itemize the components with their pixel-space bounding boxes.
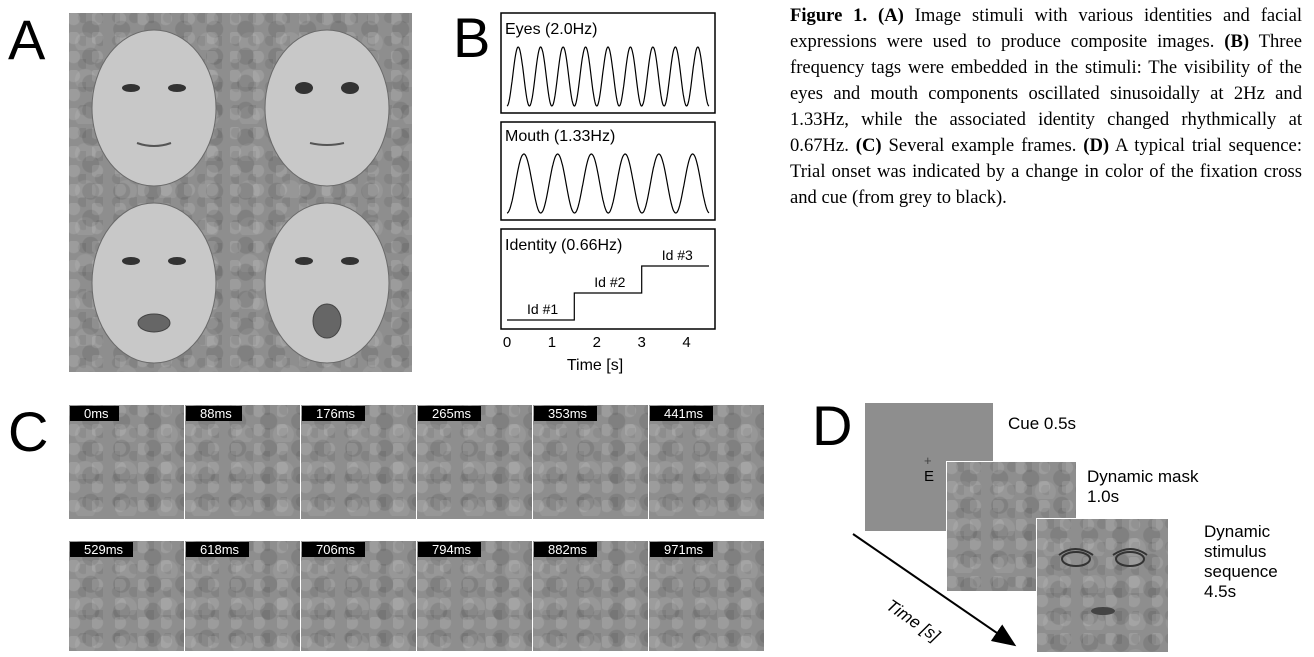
frame-timestamp: 882ms bbox=[534, 542, 598, 557]
frame-timestamp: 441ms bbox=[650, 406, 714, 421]
stimulus-screen bbox=[1036, 518, 1169, 653]
figure-caption: Figure 1. (A) Image stimuli with various… bbox=[790, 3, 1302, 211]
panel-label-b: B bbox=[453, 6, 491, 69]
frame-timestamp: 618ms bbox=[186, 542, 250, 557]
panel-b-charts: Eyes (2.0Hz) Mouth (1.33Hz) Identity (0.… bbox=[500, 12, 716, 374]
caption-tag-b: (B) bbox=[1224, 31, 1250, 52]
frame-timestamp: 265ms bbox=[418, 406, 482, 421]
frame-image: 882ms bbox=[533, 541, 648, 651]
identity-plot-title: Identity (0.66Hz) bbox=[505, 237, 622, 254]
stimulus-duration-label: Dynamic stimulus sequence 4.5s bbox=[1204, 522, 1278, 601]
frame-image: 0ms bbox=[69, 405, 184, 519]
caption-text-b: Three frequency tags were embedded in th… bbox=[790, 31, 1302, 156]
frame-image: 176ms bbox=[301, 405, 416, 519]
caption-tag-d: (D) bbox=[1083, 135, 1110, 156]
eyes-series-line bbox=[506, 46, 710, 107]
x-tick-label: 2 bbox=[593, 334, 601, 351]
panel-label-a: A bbox=[8, 8, 46, 71]
frame-timestamp: 176ms bbox=[302, 406, 366, 421]
caption-text-c: Several example frames. bbox=[881, 135, 1084, 156]
frame-timestamp: 353ms bbox=[534, 406, 598, 421]
mouth-series-line bbox=[506, 153, 710, 214]
face-images bbox=[91, 29, 390, 364]
caption-tag-a: (A) bbox=[878, 5, 904, 26]
identity-series-line bbox=[507, 265, 709, 321]
frame-timestamp: 794ms bbox=[418, 542, 482, 557]
mask-duration-label: Dynamic mask 1.0s bbox=[1087, 467, 1199, 506]
mouth-plot-title: Mouth (1.33Hz) bbox=[505, 128, 615, 145]
eyes-plot-title: Eyes (2.0Hz) bbox=[505, 21, 597, 38]
frame-image: 971ms bbox=[649, 541, 764, 651]
face-grid bbox=[69, 13, 412, 372]
x-tick-label: 3 bbox=[638, 334, 646, 351]
x-tick-label: 4 bbox=[682, 334, 690, 351]
frame-timestamp: 706ms bbox=[302, 542, 366, 557]
frame-image: 88ms bbox=[185, 405, 300, 519]
time-axis-label: Time [s] bbox=[883, 596, 945, 647]
figure-number: Figure 1. bbox=[790, 5, 868, 26]
frame-image: 618ms bbox=[185, 541, 300, 651]
cue-duration-label: Cue 0.5s bbox=[1008, 414, 1077, 433]
stimulus-face-image bbox=[1058, 548, 1148, 615]
frame-image: 265ms bbox=[417, 405, 532, 519]
x-tick-label: 1 bbox=[548, 334, 556, 351]
frame-image: 441ms bbox=[649, 405, 764, 519]
frame-image: 706ms bbox=[301, 541, 416, 651]
frame-timestamp: 88ms bbox=[186, 406, 242, 421]
frame-timestamp: 971ms bbox=[650, 542, 714, 557]
panel-label-d: D bbox=[812, 394, 853, 457]
frame-image: 794ms bbox=[417, 541, 532, 651]
face-image bbox=[91, 29, 390, 364]
frame-timestamp: 529ms bbox=[70, 542, 134, 557]
x-tick-label: 0 bbox=[503, 334, 511, 351]
fixation-cross: + bbox=[924, 453, 932, 468]
panel-label-c: C bbox=[8, 400, 49, 463]
caption-text-a: Image stimuli with various identities an… bbox=[790, 5, 1302, 52]
step-label: Id #2 bbox=[594, 274, 625, 290]
cue-letter: E bbox=[924, 468, 935, 485]
frame-image: 529ms bbox=[69, 541, 184, 651]
identity-plot-frame bbox=[500, 228, 716, 330]
frame-image: 353ms bbox=[533, 405, 648, 519]
time-arrow: Time [s] bbox=[852, 533, 1017, 647]
caption-tag-c: (C) bbox=[855, 135, 882, 156]
x-axis-label: Time [s] bbox=[567, 357, 623, 374]
frame-timestamp: 0ms bbox=[70, 406, 119, 421]
caption-text-d: A typical trial sequence: Trial onset wa… bbox=[790, 135, 1302, 208]
step-label: Id #3 bbox=[662, 247, 693, 263]
step-label: Id #1 bbox=[527, 301, 558, 317]
